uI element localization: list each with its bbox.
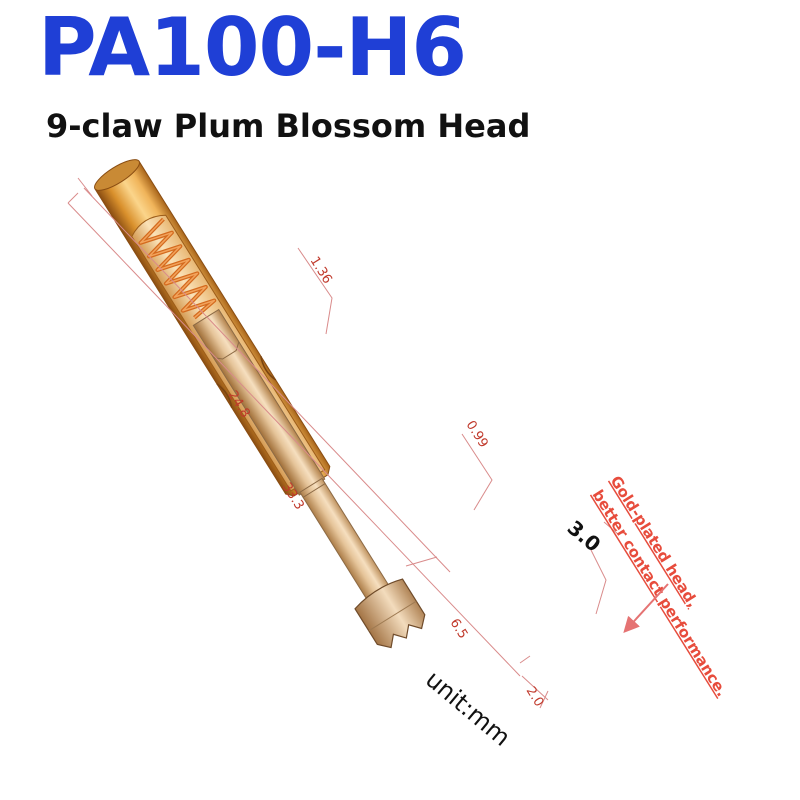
product-subtitle: 9-claw Plum Blossom Head bbox=[46, 107, 531, 145]
dimension-lines bbox=[67, 177, 619, 709]
note-arrow bbox=[623, 583, 669, 633]
gold-plated-note: Gold-plated head, better contact perform… bbox=[589, 473, 732, 700]
plunger bbox=[299, 477, 391, 602]
product-title: PA100-H6 bbox=[38, 1, 467, 94]
barrel-crimp bbox=[216, 356, 277, 408]
dim-head-diameter: 3.0 bbox=[563, 515, 606, 556]
dim-head-length: 2.0 bbox=[523, 684, 547, 709]
spring bbox=[138, 217, 217, 320]
unit-label: unit:mm bbox=[420, 665, 516, 752]
dim-spring-diameter: 1.36 bbox=[307, 254, 335, 287]
crown-head bbox=[354, 578, 426, 649]
test-probe bbox=[94, 159, 426, 649]
dim-plunger-diameter: 0.99 bbox=[463, 418, 491, 451]
barrel-end bbox=[94, 159, 140, 191]
